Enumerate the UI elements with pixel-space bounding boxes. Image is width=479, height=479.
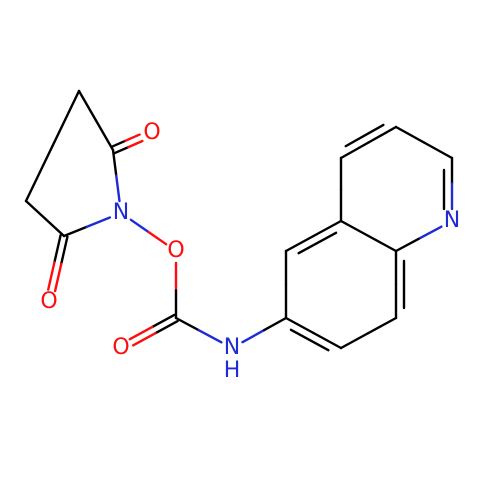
bond-n-o-b: [147, 230, 168, 246]
bond-co-bottom-1-a: [60, 235, 69, 266]
bond-ch2-ch2-b: [24, 144, 54, 203]
bond-q3-q2-b: [422, 141, 454, 160]
bond-ch2-carbonyl-bottom-a: [24, 199, 47, 220]
bond-ch2-carbonyl-top-a: [77, 89, 98, 122]
atom-labels: O N O O O N H N: [40, 120, 460, 383]
bond-ch2-carbonyl-bottom-b: [43, 217, 66, 238]
bond-c-n-bottom-a: [62, 225, 89, 238]
bond-c-n-amide-b: [197, 328, 223, 344]
bond-co-bottom-2-b: [47, 261, 56, 291]
bond-n-aryl-b: [263, 316, 288, 332]
bond-q8-q7-b: [339, 331, 370, 350]
bond-q7-q6-b: [284, 316, 315, 335]
bond-co-top-2-b: [127, 139, 144, 149]
bond-n-q8a-a: [417, 225, 443, 241]
bond-q4a-q8a-a: [339, 219, 370, 238]
bond-q8-q7-a: [367, 316, 398, 335]
bond-c-o-double-2-b: [128, 325, 154, 341]
bond-n-o-a: [129, 218, 150, 234]
atom-label-o-top-carbonyl: O: [143, 120, 160, 145]
atom-label-o-bottom-carbonyl: O: [40, 289, 57, 314]
bond-c-o-double-1-b: [132, 331, 157, 347]
bond-co-top-1-a: [110, 139, 127, 148]
bond-co-top-1-b: [124, 133, 141, 142]
bond-q4-q3-a: [339, 141, 370, 160]
bond-inner-q5-q4a: [297, 231, 338, 255]
bond-q5-q4a-a: [284, 234, 315, 253]
atom-label-o-carbamate: O: [112, 335, 129, 360]
bond-co-bottom-2-a: [53, 234, 62, 264]
bond-c-n-bottom-b: [85, 216, 112, 228]
bond-q4a-q8a-b: [367, 234, 398, 253]
atom-label-o-ester: O: [167, 238, 184, 263]
bond-inner-q4-q3: [344, 123, 385, 148]
bond-c-n-top-b: [115, 174, 121, 203]
bond-c-n-top-a: [111, 148, 118, 177]
bond-c-o-double-1-a: [154, 319, 179, 335]
bond-inner-q7-q6: [289, 328, 330, 352]
bond-n-q8a-b: [394, 237, 420, 253]
bonds: [24, 89, 454, 352]
bond-q3-q2-a: [394, 125, 426, 144]
atom-label-n-quinoline: N: [444, 208, 460, 233]
bond-ch2-carbonyl-top-b: [94, 119, 115, 152]
bond-c-n-amide-a: [174, 316, 200, 332]
atom-label-n-amide: N: [224, 335, 240, 360]
bond-q4-q3-b: [367, 125, 398, 144]
bond-ch2-ch2-a: [51, 89, 81, 148]
bond-co-top-2-a: [113, 145, 130, 155]
atom-label-n-imide: N: [113, 200, 129, 225]
atom-label-h-amide: H: [224, 358, 241, 383]
bond-q7-q6-a: [312, 331, 343, 350]
bond-c-o-double-2-a: [150, 313, 176, 329]
bond-co-bottom-1-b: [53, 262, 63, 293]
bond-q5-q4a-b: [312, 219, 343, 238]
bond-n-aryl-a: [241, 328, 266, 344]
